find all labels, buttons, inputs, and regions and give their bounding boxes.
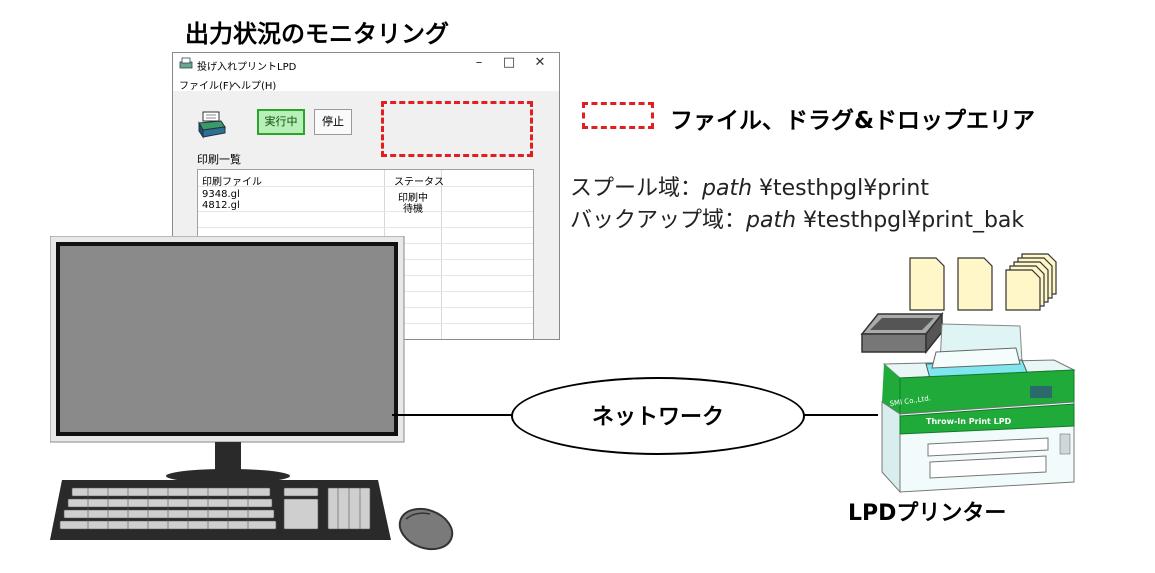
row-status: 待機 bbox=[403, 204, 423, 215]
spool-path-var: path bbox=[702, 176, 753, 201]
backup-path-value: ¥testhpgl¥print_bak bbox=[796, 208, 1025, 233]
spool-path-label: スプール域： bbox=[570, 176, 703, 201]
spool-path-value: ¥testhpgl¥print bbox=[752, 176, 929, 201]
list-column-divider bbox=[441, 170, 442, 339]
printer-app-icon bbox=[179, 57, 193, 69]
keyboard-icon bbox=[50, 480, 391, 540]
maximize-button[interactable]: □ bbox=[502, 55, 516, 70]
paper-tray-icon bbox=[860, 312, 944, 355]
diagram-title: 出力状況のモニタリング bbox=[185, 20, 449, 48]
file-drop-area[interactable] bbox=[381, 101, 533, 157]
running-button[interactable]: 実行中 bbox=[257, 109, 305, 135]
close-button[interactable]: ✕ bbox=[534, 55, 546, 70]
drop-area-legend-swatch bbox=[582, 102, 654, 129]
window-titlebar: 投げ入れプリントLPD – □ ✕ bbox=[173, 53, 559, 75]
list-row-divider bbox=[198, 186, 533, 187]
network-ellipse bbox=[511, 377, 805, 455]
row-file: 9348.gl bbox=[202, 189, 240, 200]
minimize-button[interactable]: – bbox=[475, 55, 483, 70]
spool-path: スプール域：path ¥testhpgl¥print bbox=[570, 170, 929, 202]
document-icon bbox=[909, 253, 1057, 311]
row-file: 4812.gl bbox=[202, 200, 240, 211]
network-label: ネットワーク bbox=[591, 405, 724, 430]
backup-path: バックアップ域：path ¥testhpgl¥print_bak bbox=[570, 202, 1024, 234]
monitor-icon bbox=[50, 236, 405, 483]
column-header-file[interactable]: 印刷ファイル bbox=[202, 177, 262, 188]
backup-path-var: path bbox=[746, 208, 797, 233]
list-row-divider bbox=[198, 227, 533, 228]
printer-icon bbox=[198, 111, 226, 139]
list-row-divider bbox=[198, 211, 533, 212]
network-link-pc bbox=[392, 414, 512, 416]
lpd-printer-icon: SMI Co.,Ltd. Throw-In Print LPD bbox=[881, 323, 1076, 494]
mouse-icon bbox=[398, 507, 454, 551]
menu-file[interactable]: ファイル(F) bbox=[179, 81, 233, 92]
backup-path-label: バックアップ域： bbox=[570, 208, 747, 233]
network-link-printer bbox=[804, 414, 878, 416]
printer-label: LPDプリンター bbox=[848, 501, 1007, 526]
drop-area-legend-label: ファイル、ドラグ&ドロップエリア bbox=[670, 108, 1036, 134]
menu-help[interactable]: ヘルプ(H) bbox=[231, 81, 277, 92]
printer-model: Throw-In Print LPD bbox=[926, 417, 1012, 426]
window-title: 投げ入れプリントLPD bbox=[197, 62, 297, 73]
print-list-label: 印刷一覧 bbox=[197, 153, 241, 166]
row-status: 印刷中 bbox=[398, 193, 428, 204]
column-header-status[interactable]: ステータス bbox=[394, 177, 444, 188]
stop-button[interactable]: 停止 bbox=[314, 109, 352, 135]
menu-bar: ファイル(F) ヘルプ(H) bbox=[173, 75, 559, 92]
